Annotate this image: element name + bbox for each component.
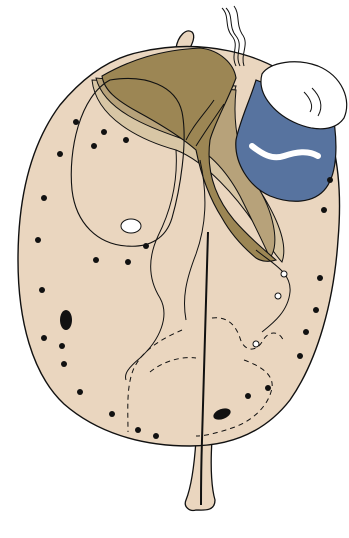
small-oval-organelle (121, 219, 141, 233)
dark-organelle-left (60, 310, 72, 330)
top-knob (176, 31, 194, 48)
